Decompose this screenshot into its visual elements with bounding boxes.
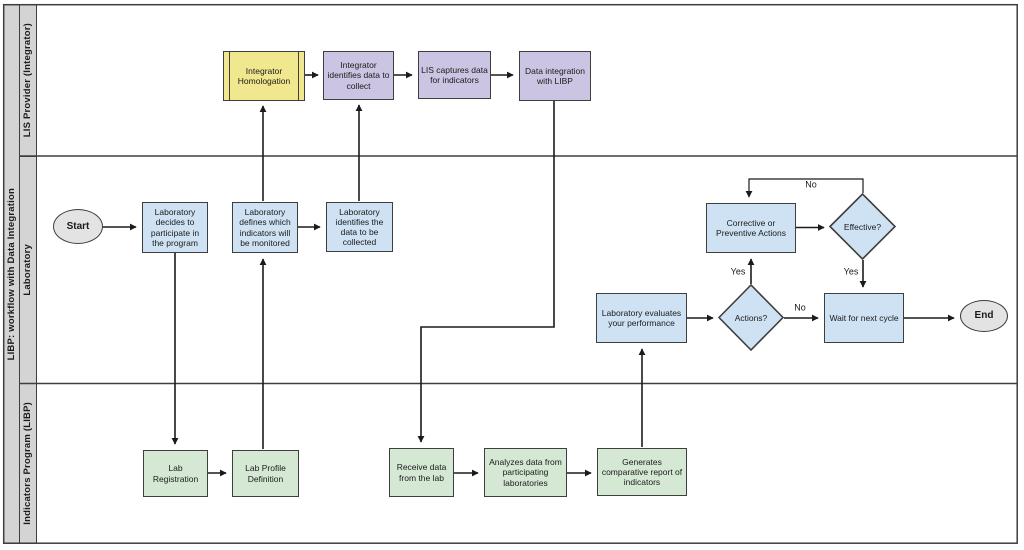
lane-label-text: Indicators Program (LIBP) bbox=[22, 402, 33, 525]
node-data-integration-libp: Data integration with LIBP bbox=[519, 51, 591, 101]
pool-title-bar: LIBP: workflow with Data Integration bbox=[3, 4, 20, 544]
node-lab-registration: Lab Registration bbox=[143, 450, 208, 497]
lane-label-laboratory: Laboratory bbox=[18, 155, 37, 385]
node-lis-captures-data: LIS captures data for indicators bbox=[418, 51, 491, 99]
node-lab-profile-definition: Lab Profile Definition bbox=[232, 450, 299, 497]
node-corrective-preventive: Corrective or Preventive Actions bbox=[706, 203, 796, 253]
node-generates-report: Generates comparative report of indicato… bbox=[597, 448, 687, 496]
edge-label-effective-yes: Yes bbox=[841, 266, 861, 277]
lane-label-text: Laboratory bbox=[22, 244, 33, 296]
pool-title: LIBP: workflow with Data Integration bbox=[6, 187, 17, 361]
lane-label-indicators-program: Indicators Program (LIBP) bbox=[18, 383, 37, 544]
lane-label-lis-provider: LIS Provider (Integrator) bbox=[18, 4, 37, 157]
node-laboratory-identifies: Laboratory identifies the data to be col… bbox=[326, 202, 393, 252]
node-integrator-homologation: Integrator Homologation bbox=[223, 51, 305, 101]
node-laboratory-defines: Laboratory defines which indicators will… bbox=[232, 202, 298, 253]
node-laboratory-decides: Laboratory decides to participate in the… bbox=[142, 202, 208, 253]
decision-effective: Effective? bbox=[843, 221, 882, 232]
node-analyzes-data: Analyzes data from participating laborat… bbox=[484, 448, 567, 497]
end-terminator: End bbox=[960, 300, 1008, 332]
node-wait-next-cycle: Wait for next cycle bbox=[824, 293, 904, 343]
lane-label-text: LIS Provider (Integrator) bbox=[22, 23, 33, 138]
edge-label-actions-no: No bbox=[792, 302, 808, 313]
node-laboratory-evaluates: Laboratory evaluates your performance bbox=[596, 293, 687, 343]
start-terminator: Start bbox=[53, 209, 103, 244]
node-integrator-identifies-data: Integrator identifies data to collect bbox=[323, 51, 394, 100]
decision-actions: Actions? bbox=[734, 312, 768, 323]
edge-label-actions-yes: Yes bbox=[728, 266, 748, 277]
edge-integration-to-receive bbox=[417, 101, 555, 443]
node-receive-data: Receive data from the lab bbox=[389, 448, 454, 497]
edge-label-effective-no: No bbox=[803, 179, 819, 190]
